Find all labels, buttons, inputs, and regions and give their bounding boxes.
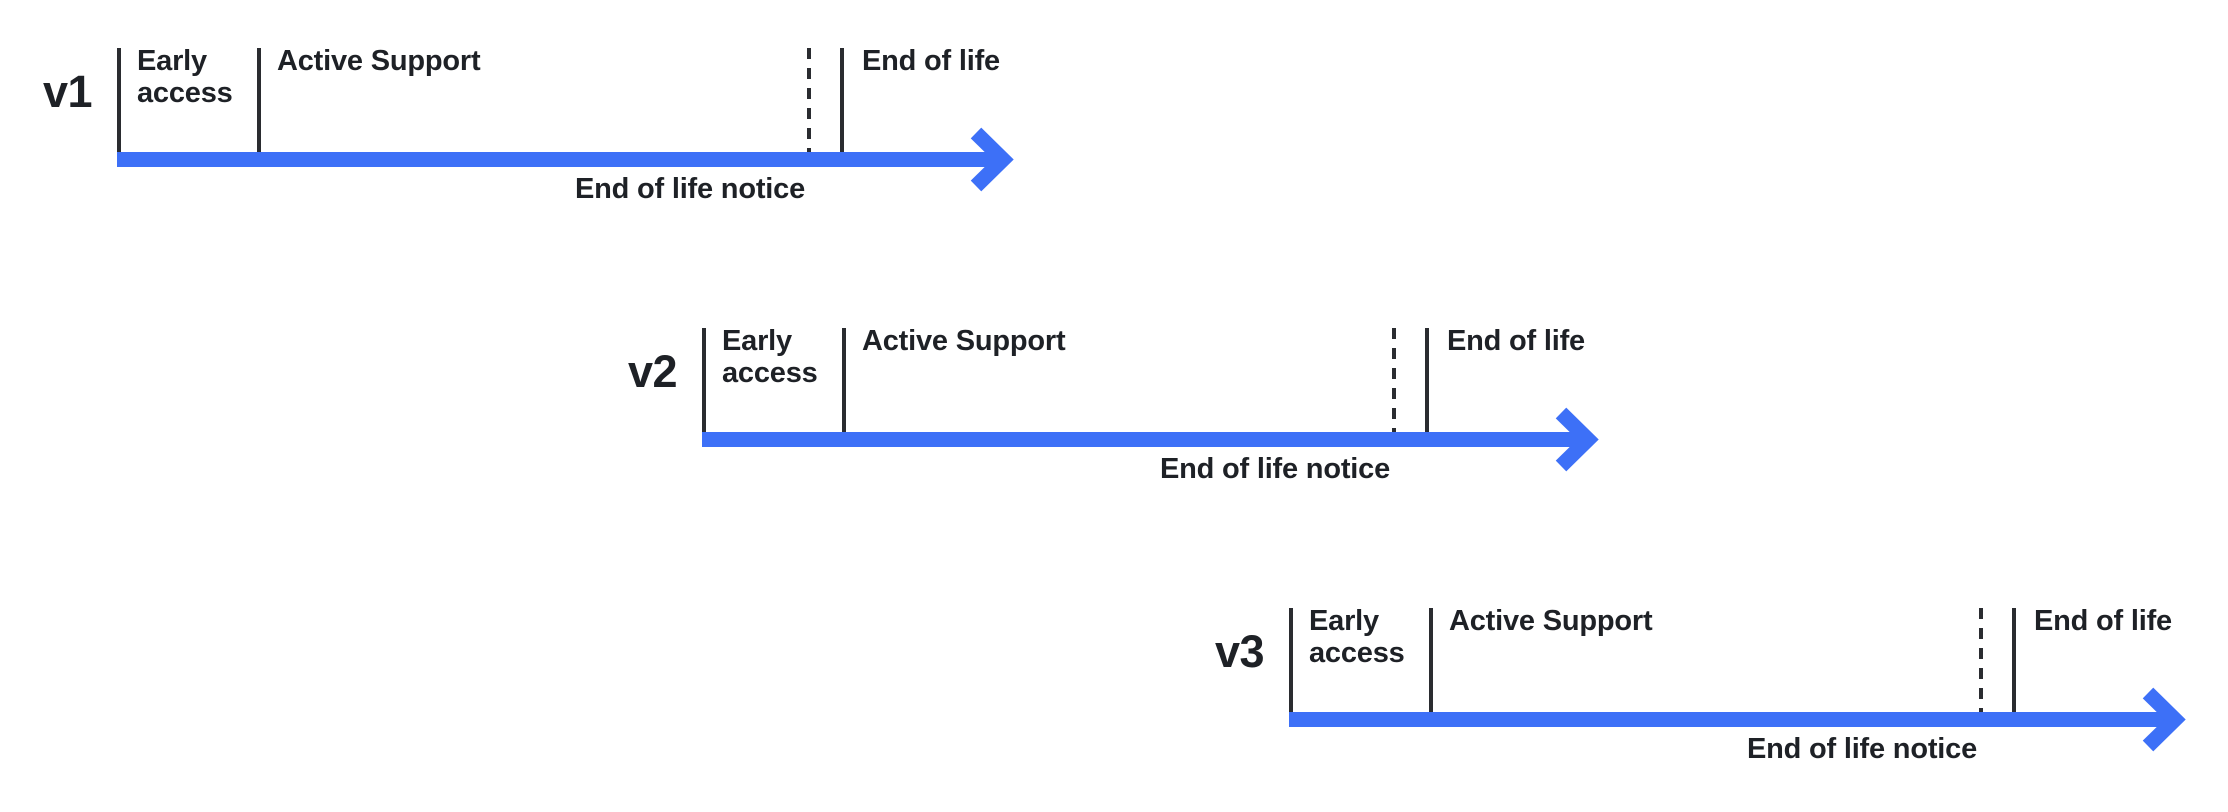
end-of-life-notice-label: End of life notice [1159,453,1390,485]
timeline-v1: v1 Early access Active Support End of li… [0,20,1040,230]
timeline-v2-graphic [702,328,1599,472]
early-access-label: Early access [1309,605,1405,669]
arrow-head-icon [1555,407,1599,472]
end-of-life-label: End of life [1447,325,1585,357]
timeline-v3: v3 Early access Active Support End of li… [1172,580,2212,790]
timeline-v1-graphic [117,48,1014,192]
end-of-life-label: End of life [862,45,1000,77]
version-label: v1 [42,66,93,117]
end-of-life-notice-label: End of life notice [1746,733,1977,765]
end-of-life-notice-label: End of life notice [574,173,805,205]
early-access-label: Early access [137,45,233,109]
timeline-v2: v2 Early access Active Support End of li… [585,300,1625,510]
end-of-life-label: End of life [2034,605,2172,637]
active-support-label: Active Support [1449,605,1653,637]
arrow-head-icon [2142,687,2186,752]
timeline-v3-graphic [1289,608,2186,752]
version-label: v3 [1214,626,1265,677]
active-support-label: Active Support [277,45,481,77]
version-label: v2 [627,346,678,397]
active-support-label: Active Support [862,325,1066,357]
early-access-label: Early access [722,325,818,389]
arrow-head-icon [970,127,1014,192]
